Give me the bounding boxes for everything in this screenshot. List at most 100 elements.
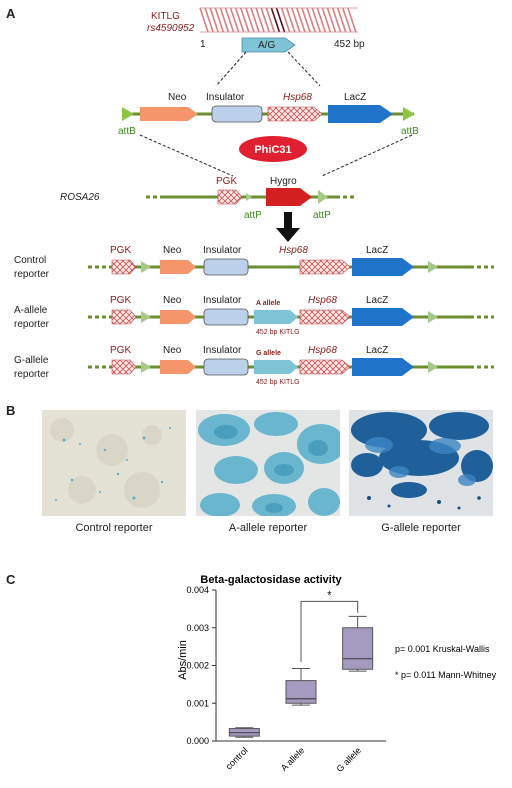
helix-strand [250,7,260,33]
hsp68-arrow [299,309,351,325]
reporter-name-suffix: reporter [14,369,50,380]
hsp68-arrow [299,259,351,275]
neo-label: Neo [163,245,182,256]
hygro-arrow [266,188,312,206]
kitlg-insert-arrow [254,310,298,324]
insert-label: G allele [256,350,281,357]
dna-helix [199,7,358,33]
attb-right-icon [403,107,415,121]
att-site-icon [141,361,151,373]
lacz-label: LacZ [366,345,388,356]
reporter-name: G-allele [14,355,49,366]
reporter-name-suffix: reporter [14,269,50,280]
hygro-label: Hygro [270,176,297,187]
insert-sublabel: 452 bp KITLG [256,329,300,336]
insert-label: A allele [256,300,280,307]
att-site-icon [141,261,151,273]
a-allele-reporter-photo [196,410,340,516]
insert-sublabel: 452 bp KITLG [256,379,300,386]
attp-left-label: attP [244,210,262,221]
y-tick-label: 0.004 [186,585,209,595]
insulator-box [211,105,263,123]
control-reporter-photo [42,410,186,516]
insulator-box [203,258,249,276]
helix-strand [321,7,332,33]
insulator-box [203,308,249,326]
hsp68-arrow [267,106,323,122]
helix-strand [347,7,357,33]
pgk-promoter-icon [217,189,243,205]
g-allele-reporter-photo [349,410,493,516]
neo-arrow [160,310,196,324]
pgk-promoter-icon [111,309,137,325]
pgk-label: PGK [110,295,131,306]
hsp68-label: Hsp68 [308,345,337,356]
helix-strand [275,7,286,33]
panel-c-letter: C [6,572,16,587]
attp-right-label: attP [313,210,331,221]
y-tick-label: 0.003 [186,623,209,633]
helix-strand [342,7,352,33]
helix-strand [255,7,265,33]
helix-strand [285,7,296,33]
allele-label: A/G [258,40,275,51]
lacz-arrow [352,258,414,276]
allele-arrow [241,37,296,53]
hsp68-label: Hsp68 [283,92,312,103]
y-tick-label: 0.002 [186,661,209,671]
att-site-icon [428,311,438,323]
snp-rsid-label: rs4590952 [147,23,195,34]
lacz-label: LacZ [344,92,366,103]
snp-gene-label: KITLG [151,11,180,22]
helix-strand [245,7,255,33]
y-axis-label: Abs/min [177,640,189,680]
helix-strand [204,7,214,33]
helix-strand [291,7,301,33]
caption-g-allele: G-allele reporter [381,522,461,534]
construct-diagram: KITLG rs4590952 1 452 bp A/G attB attB N… [14,7,494,386]
helix-strand [296,7,306,33]
insulator-label: Insulator [203,345,242,356]
helix-strand [331,7,342,33]
iqr-box [285,680,317,704]
att-site-icon [141,311,151,323]
attp-right-icon [318,190,328,204]
significance-bracket [300,600,359,662]
helix-strand [336,7,347,33]
caption-control: Control reporter [75,522,153,534]
x-tick-label: G allele [334,745,363,774]
pgk-label: PGK [110,245,131,256]
hsp68-arrow [299,359,351,375]
kruskal-stat: p= 0.001 Kruskal-Wallis [395,644,490,654]
helix-strand [199,7,209,33]
lacz-label: LacZ [366,245,388,256]
helix-strand [214,7,225,33]
reporter-name: A-allele [14,305,48,316]
attp-left-icon [246,193,252,201]
neo-label: Neo [163,345,182,356]
chart-title: Beta-galactosidase activity [200,574,342,586]
attb-left-label: attB [118,126,136,137]
lacz-label: LacZ [366,295,388,306]
caption-a-allele: A-allele reporter [228,522,308,534]
hsp68-label: Hsp68 [308,295,337,306]
helix-strand [316,7,327,33]
x-tick-label: control [224,745,250,771]
att-site-icon [428,361,438,373]
att-site-icon [428,261,438,273]
helix-strand [270,7,281,33]
neo-label: Neo [168,92,187,103]
panel-a-letter: A [6,6,16,21]
helix-strand [326,7,337,33]
helix-strand [311,7,321,33]
lacz-arrow [328,105,393,123]
insulator-label: Insulator [203,295,242,306]
helix-strand [260,7,270,33]
insulator-box [203,358,249,376]
helix-strand [306,7,316,33]
helix-strand [280,7,291,33]
significance-mark: * [327,589,332,601]
helix-strand [265,7,276,33]
